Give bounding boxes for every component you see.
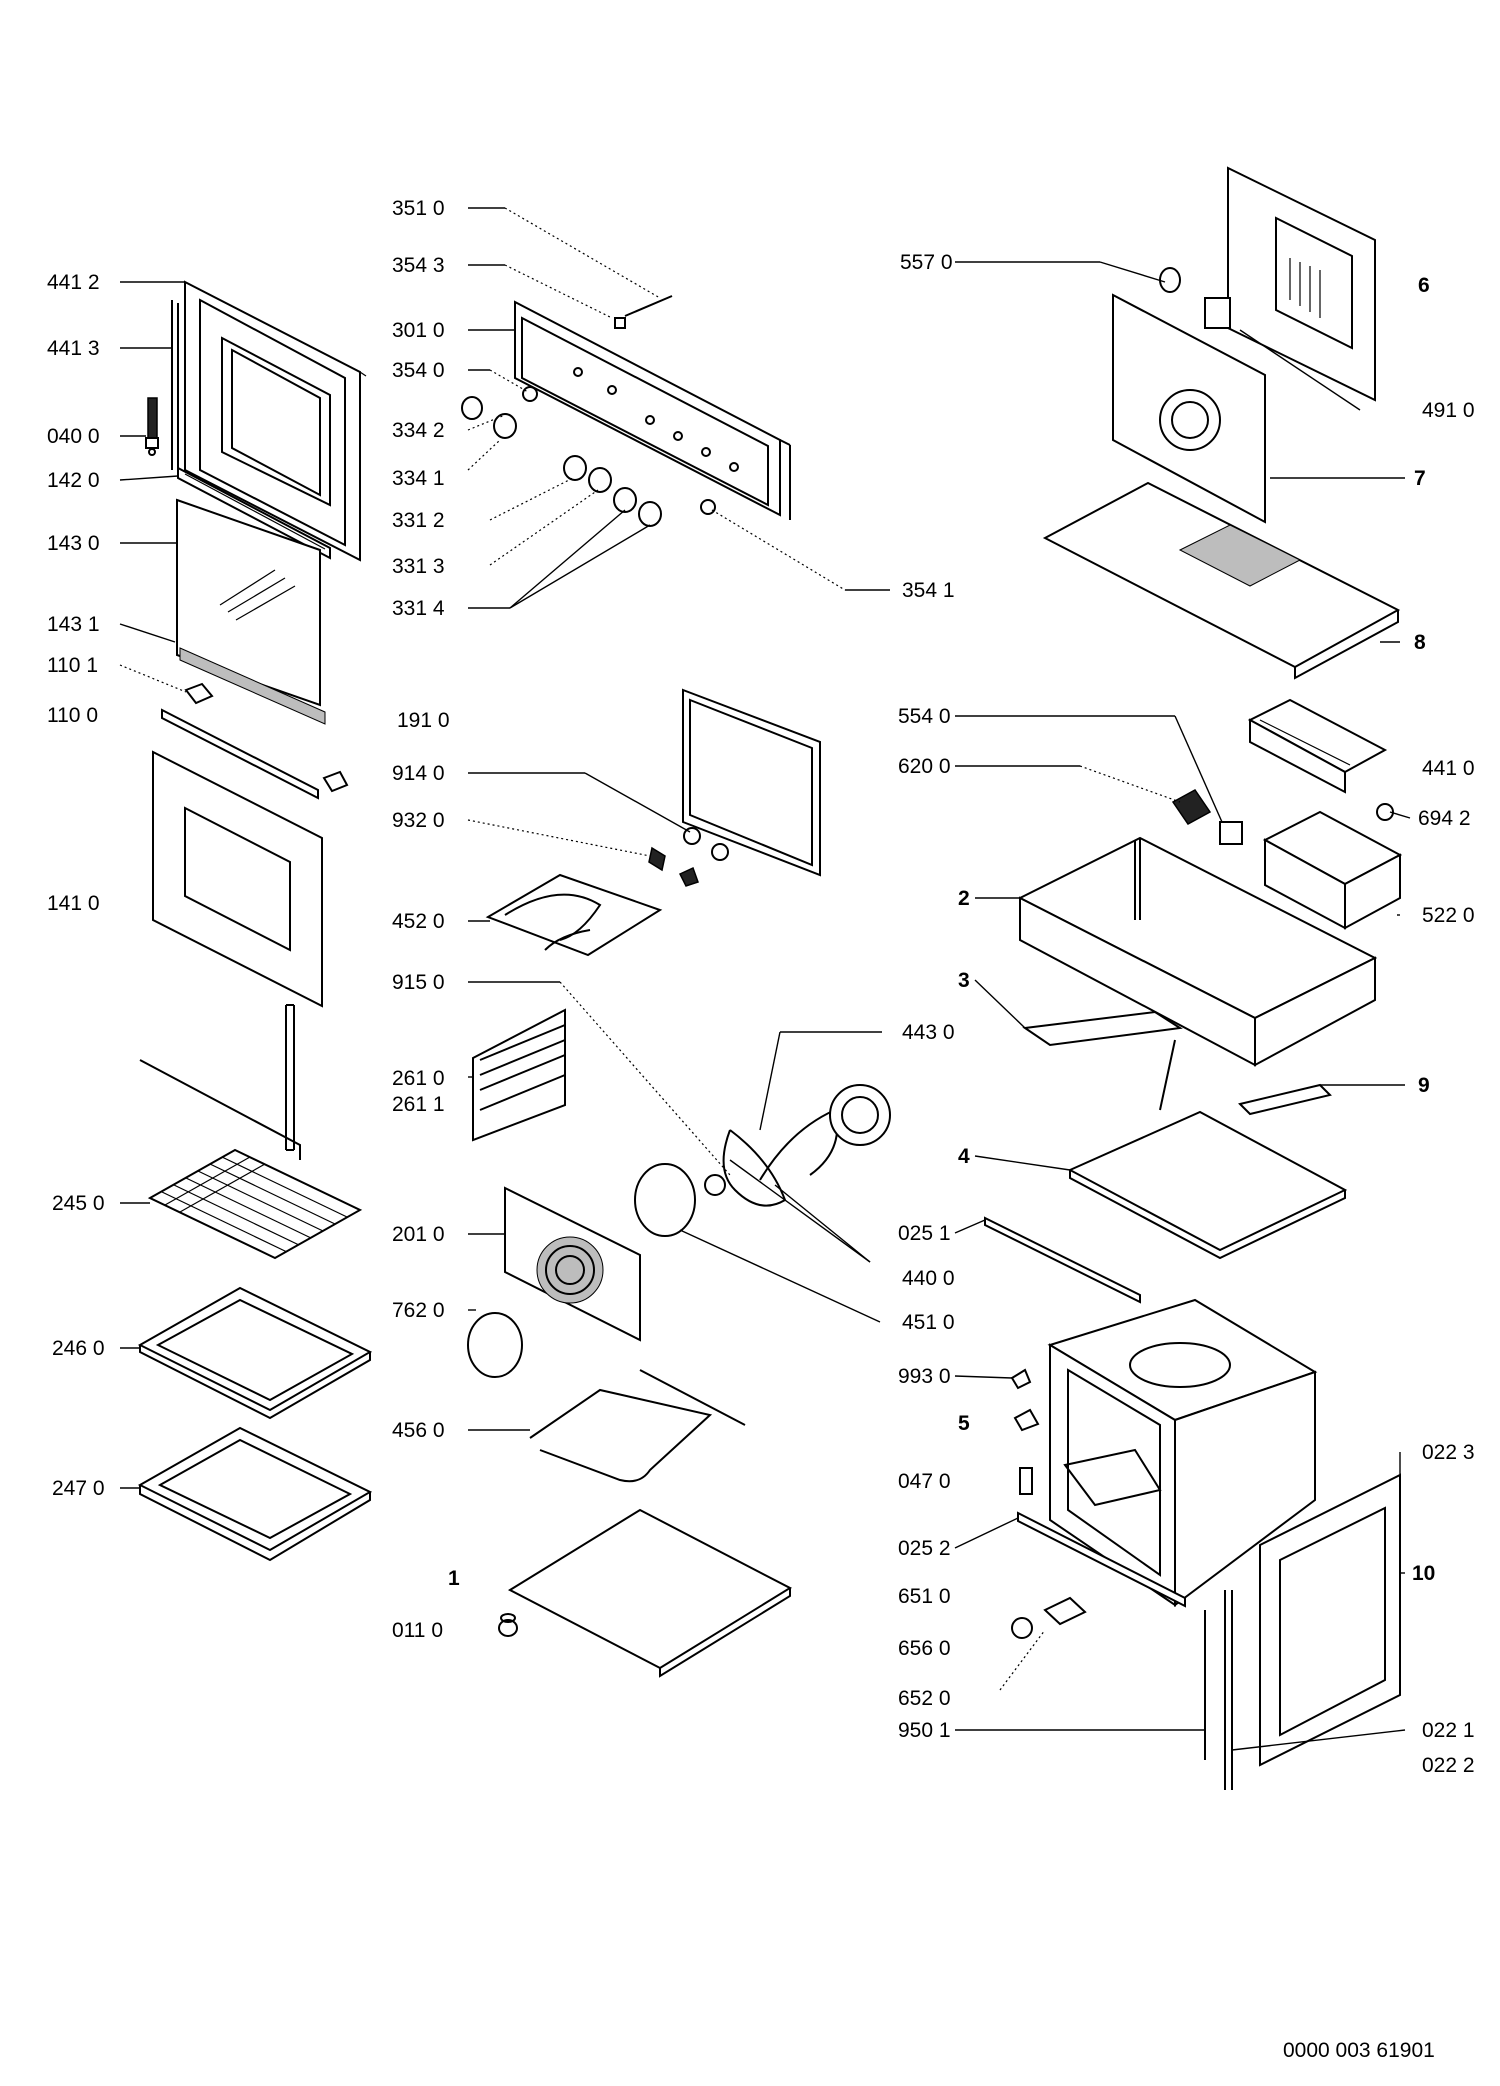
label-456-0: 456 0 <box>392 1419 445 1442</box>
label-354-3: 354 3 <box>392 254 445 277</box>
top-plate <box>1042 481 1401 680</box>
label-8: 8 <box>1414 631 1426 654</box>
rear-wall <box>1112 267 1266 524</box>
label-143-0: 143 0 <box>47 532 100 555</box>
control-housing <box>1017 836 1378 1067</box>
label-246-0: 246 0 <box>52 1337 105 1360</box>
label-10: 10 <box>1412 1562 1435 1585</box>
label-950-1: 950 1 <box>898 1719 951 1742</box>
label-301-0: 301 0 <box>392 319 445 342</box>
label-656-0: 656 0 <box>898 1637 951 1660</box>
label-025-1: 025 1 <box>898 1222 951 1245</box>
label-022-2: 022 2 <box>1422 1754 1475 1777</box>
control-panel <box>461 295 791 527</box>
label-143-1: 143 1 <box>47 613 100 636</box>
label-694-2: 694 2 <box>1418 807 1471 830</box>
label-245-0: 245 0 <box>52 1192 105 1215</box>
label-351-0: 351 0 <box>392 197 445 220</box>
label-142-0: 142 0 <box>47 469 100 492</box>
label-5: 5 <box>958 1412 970 1435</box>
label-522-0: 522 0 <box>1422 904 1475 927</box>
label-022-1: 022 1 <box>1422 1719 1475 1742</box>
label-620-0: 620 0 <box>898 755 951 778</box>
label-762-0: 762 0 <box>392 1299 445 1322</box>
label-025-2: 025 2 <box>898 1537 951 1560</box>
label-4: 4 <box>958 1145 970 1168</box>
label-914-0: 914 0 <box>392 762 445 785</box>
label-334-1: 334 1 <box>392 467 445 490</box>
door-assembly <box>139 280 367 1160</box>
cooling-fan <box>1247 698 1394 821</box>
label-651-0: 651 0 <box>898 1585 951 1608</box>
label-915-0: 915 0 <box>392 971 445 994</box>
label-040-0: 040 0 <box>47 425 100 448</box>
label-1: 1 <box>448 1567 460 1590</box>
label-7: 7 <box>1414 467 1426 490</box>
label-247-0: 247 0 <box>52 1477 105 1500</box>
label-201-0: 201 0 <box>392 1223 445 1246</box>
label-443-0: 443 0 <box>902 1021 955 1044</box>
label-334-2: 334 2 <box>392 419 445 442</box>
label-141-0: 141 0 <box>47 892 100 915</box>
grill-element <box>485 688 821 957</box>
shelf-4 <box>1067 1110 1348 1260</box>
lower-heater <box>529 1369 746 1483</box>
label-022-3: 022 3 <box>1422 1441 1475 1464</box>
leader-lines <box>119 207 1411 1751</box>
label-354-0: 354 0 <box>392 359 445 382</box>
part-labels: 441 2 441 3 040 0 142 0 143 0 143 1 110 … <box>47 197 1475 2062</box>
label-354-1: 354 1 <box>902 579 955 602</box>
document-number: 0000 003 61901 <box>1283 2039 1435 2062</box>
label-554-0: 554 0 <box>898 705 951 728</box>
label-191-0: 191 0 <box>397 709 450 732</box>
label-441-3: 441 3 <box>47 337 100 360</box>
label-932-0: 932 0 <box>392 809 445 832</box>
label-452-0: 452 0 <box>392 910 445 933</box>
label-6: 6 <box>1418 274 1430 297</box>
label-993-0: 993 0 <box>898 1365 951 1388</box>
side-runners <box>472 1008 566 1142</box>
rail-025-1 <box>984 1216 1141 1304</box>
label-047-0: 047 0 <box>898 1470 951 1493</box>
back-panel <box>1227 166 1376 402</box>
label-491-0: 491 0 <box>1422 399 1475 422</box>
oven-cavity <box>1047 1298 1318 1607</box>
label-3: 3 <box>958 969 970 992</box>
deep-tray <box>137 1426 373 1562</box>
label-331-2: 331 2 <box>392 509 445 532</box>
small-parts-right <box>1010 1368 1087 1639</box>
fan-cover <box>467 1084 891 1378</box>
timer-module <box>1262 810 1403 930</box>
plate-9 <box>1238 1083 1332 1116</box>
label-261-0: 261 0 <box>392 1067 445 1090</box>
bracket-3 <box>1022 1010 1183 1111</box>
label-451-0: 451 0 <box>902 1311 955 1334</box>
label-441-0: 441 0 <box>1422 757 1475 780</box>
bottom-plate <box>498 1508 793 1678</box>
label-9: 9 <box>1418 1074 1430 1097</box>
label-557-0: 557 0 <box>900 251 953 274</box>
label-331-4: 331 4 <box>392 597 445 620</box>
label-441-2: 441 2 <box>47 271 100 294</box>
wire-rack <box>147 1148 363 1260</box>
label-331-3: 331 3 <box>392 555 445 578</box>
terminal-block <box>1171 789 1243 845</box>
label-652-0: 652 0 <box>898 1687 951 1710</box>
label-110-1: 110 1 <box>47 654 98 677</box>
label-440-0: 440 0 <box>902 1267 955 1290</box>
side-door-10 <box>1204 1473 1401 1790</box>
label-110-0: 110 0 <box>47 704 98 727</box>
label-2: 2 <box>958 887 970 910</box>
label-261-1: 261 1 <box>392 1093 445 1116</box>
shallow-tray <box>137 1286 373 1420</box>
label-011-0: 011 0 <box>392 1619 443 1642</box>
